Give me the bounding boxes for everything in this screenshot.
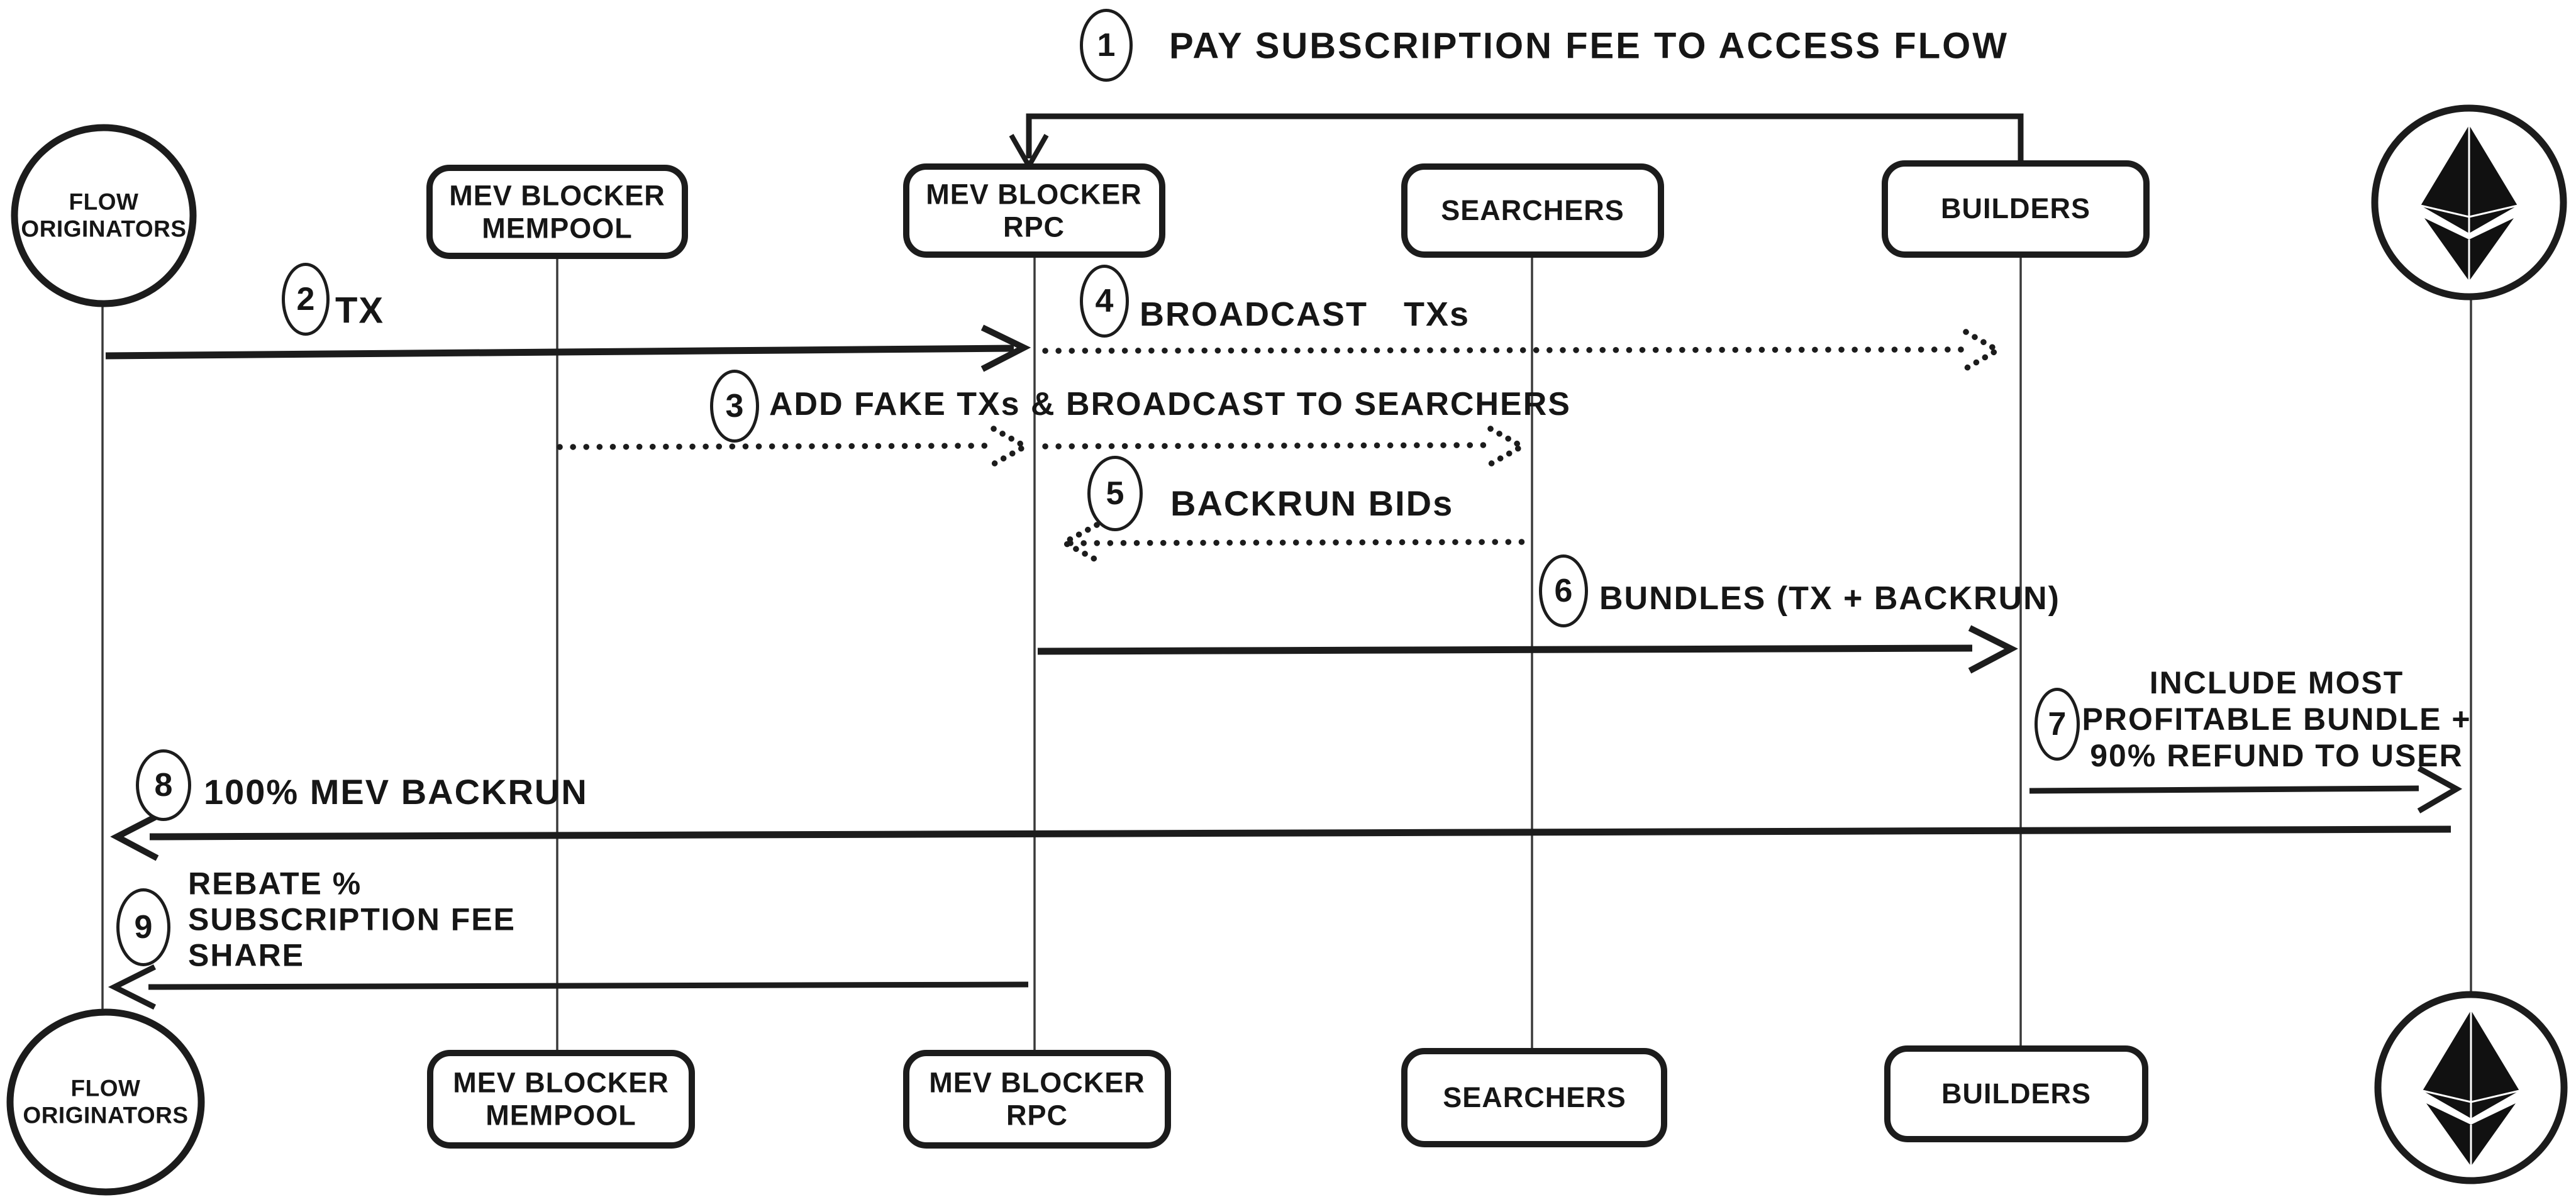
step-1-label: PAY SUBSCRIPTION FEE TO ACCESS FLOW (1169, 25, 2009, 67)
actor-shape-mempool-top (426, 165, 688, 259)
message-3-label: ADD FAKE TXs & BROADCAST TO SEARCHERS (769, 386, 1571, 423)
message-9-line2: SUBSCRIPTION FEE (188, 902, 516, 937)
step-badge-2: 2 (282, 263, 330, 336)
message-9-line3: SHARE (188, 937, 305, 973)
message-7-line (2029, 785, 2419, 794)
step-number: 1 (1097, 27, 1116, 63)
actor-searchers-bottom: SEARCHERS (1443, 1081, 1626, 1114)
message-2-arrowhead (980, 324, 1031, 372)
actor-builders-bottom: BUILDERS (1941, 1078, 2092, 1110)
step-badge-1: 1 (1080, 9, 1133, 82)
message-7-label: INCLUDE MOST PROFITABLE BUNDLE + 90% REF… (2082, 664, 2471, 774)
step-number: 7 (2048, 706, 2067, 742)
actor-shape-mempool-bottom (427, 1050, 695, 1149)
message-7-line3: 90% REFUND TO USER (2090, 738, 2463, 773)
actor-shape-rpc-top (903, 163, 1165, 258)
step-number: 6 (1554, 573, 1573, 609)
step-number: 4 (1095, 283, 1114, 319)
actor-shape-flow-originators-bottom (6, 1008, 205, 1196)
actor-mev-blocker-mempool-top: MEV BLOCKER MEMPOOL (449, 179, 665, 245)
message-3-arrowhead-right (1487, 426, 1528, 467)
message-8-line (149, 825, 2451, 841)
message-4-label: BROADCAST TXs (1140, 295, 1470, 333)
actor-shape-builders-top (1882, 160, 2150, 258)
message-7-arrowhead (2417, 766, 2463, 813)
message-2-line (105, 345, 1014, 360)
actor-label-line: FLOW (70, 1075, 141, 1101)
actor-label-line: MEV BLOCKER (449, 179, 665, 212)
step-number: 9 (134, 909, 153, 946)
actor-mev-blocker-mempool-bottom: MEV BLOCKER MEMPOOL (453, 1066, 669, 1132)
step-badge-6: 6 (1539, 554, 1588, 627)
actor-label-line: ORIGINATORS (21, 216, 187, 241)
message-4-arrowhead (1963, 329, 2004, 372)
actor-flow-originators-top: FLOW ORIGINATORS (21, 189, 186, 242)
message-7-line1: INCLUDE MOST (2149, 665, 2404, 700)
actor-shape-rpc-bottom (903, 1050, 1171, 1149)
actor-flow-originators-bottom: FLOW ORIGINATORS (23, 1075, 188, 1128)
step-badge-3: 3 (710, 370, 759, 443)
message-9-label: REBATE % SUBSCRIPTION FEE SHARE (188, 866, 516, 974)
ethereum-logo-icon (2420, 125, 2518, 281)
actor-shape-searchers-bottom (1401, 1048, 1667, 1147)
message-3-line-left (557, 443, 992, 450)
message-5-label: BACKRUN BIDs (1170, 483, 1454, 523)
actor-label-line: MEV BLOCKER (926, 178, 1142, 211)
actor-label-line: MEMPOOL (486, 1099, 636, 1131)
actor-shape-flow-originators-top (11, 124, 197, 307)
message-8-label: 100% MEV BACKRUN (204, 771, 588, 812)
message-6-arrowhead (1968, 625, 2018, 674)
actor-shape-builders-bottom (1884, 1045, 2148, 1142)
step-number: 3 (725, 388, 744, 424)
actor-label-line: RPC (1002, 211, 1065, 243)
actor-mev-blocker-rpc-top: MEV BLOCKER RPC (926, 178, 1142, 243)
message-1-connector (1026, 113, 2024, 165)
message-5-line (1067, 539, 1530, 546)
actor-label-line: RPC (1006, 1099, 1069, 1131)
actor-searchers-top: SEARCHERS (1441, 194, 1624, 227)
actor-label-line: MEV BLOCKER (929, 1066, 1145, 1099)
step-badge-4: 4 (1080, 265, 1129, 338)
message-9-arrowhead (108, 964, 157, 1010)
step-badge-9: 9 (116, 888, 170, 966)
message-9-line1: REBATE % (188, 866, 362, 902)
step-badge-5: 5 (1087, 456, 1143, 531)
message-6-label: BUNDLES (TX + BACKRUN) (1599, 580, 2060, 617)
message-6-line (1037, 644, 1973, 655)
step-number: 5 (1106, 475, 1124, 512)
message-5-arrowhead (1057, 522, 1100, 563)
step-number: 2 (296, 281, 315, 317)
message-9-line (148, 981, 1029, 990)
message-4-line (1042, 346, 1964, 354)
message-7-line2: PROFITABLE BUNDLE + (2082, 702, 2472, 737)
step-badge-7: 7 (2035, 688, 2080, 761)
step-badge-8: 8 (136, 749, 191, 821)
message-8-arrowhead (110, 813, 159, 861)
actor-mev-blocker-rpc-bottom: MEV BLOCKER RPC (929, 1066, 1145, 1132)
actor-label-line: MEV BLOCKER (453, 1066, 669, 1099)
message-3-line-right (1042, 442, 1489, 449)
step-number: 8 (154, 767, 173, 803)
actor-shape-searchers-top (1401, 163, 1664, 258)
message-2-label: TX (335, 290, 385, 331)
actor-label-line: ORIGINATORS (23, 1102, 189, 1128)
actor-label-line: FLOW (69, 189, 139, 215)
actor-label-line: MEMPOOL (482, 212, 633, 244)
actor-builders-top: BUILDERS (1940, 192, 2091, 225)
message-3-arrowhead-left (991, 426, 1031, 467)
ethereum-logo-icon (2422, 1010, 2520, 1166)
